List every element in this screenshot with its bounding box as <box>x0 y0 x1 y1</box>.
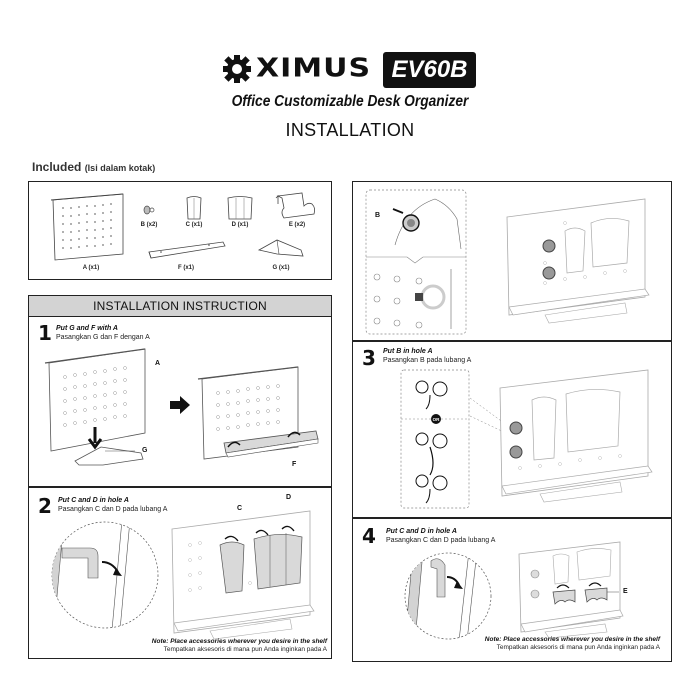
part-c-cup-icon <box>186 196 202 220</box>
step-divider <box>28 486 332 488</box>
included-parts-box: A (x1) B (x2) C (x1) D (x1) E (x2) F (x1… <box>28 181 332 280</box>
pegboard-with-hooks-illustration <box>506 198 650 324</box>
step-1-number: 1 <box>38 321 52 345</box>
step-4-title: Put C and D in hole A <box>386 528 457 535</box>
part-label-a: A (x1) <box>82 265 100 271</box>
gear-logo-icon <box>223 55 251 83</box>
step-2-subtitle: Pasangkan C dan D pada lubang A <box>58 506 168 513</box>
step-2-pegboard-illustration <box>171 510 315 640</box>
step-2-callout-c: C <box>237 505 243 512</box>
step-2-note-translation: Tempatkan aksesoris di mana pun Anda ing… <box>163 646 327 653</box>
included-heading: Included (Isi dalam kotak) <box>32 160 155 174</box>
part-label-c: C (x1) <box>185 222 203 228</box>
step-2-callout-d: D <box>286 494 292 501</box>
step-divider <box>352 517 672 519</box>
step-3-title: Put B in hole A <box>383 348 433 355</box>
part-f-shelf-icon <box>148 241 226 259</box>
hook-b-detail-illustration <box>365 189 467 335</box>
step-1-callout-g: G <box>142 447 148 454</box>
step-3-number: 3 <box>362 346 376 370</box>
part-label-e: E (x2) <box>288 222 306 228</box>
instruction-header: INSTALLATION INSTRUCTION <box>28 295 332 317</box>
or-badge: OR <box>431 414 441 424</box>
step-4-note-translation: Tempatkan aksesoris di mana pun Anda ing… <box>496 644 660 651</box>
part-label-d: D (x1) <box>231 222 249 228</box>
step-4-subtitle: Pasangkan C dan D pada lubang A <box>386 537 496 544</box>
brand-name: XIMUS <box>256 53 372 84</box>
step-2-title: Put C and D in hole A <box>58 497 129 504</box>
step-3-hook-options-illustration <box>400 369 470 509</box>
step-4-note: Note: Place accessories wherever you des… <box>484 636 660 643</box>
part-label-g: G (x1) <box>272 265 290 271</box>
step-4-number: 4 <box>362 524 376 548</box>
step-1-callout-f: F <box>292 461 297 468</box>
step-1-subtitle: Pasangkan G dan F dengan A <box>56 334 150 341</box>
page-title: INSTALLATION <box>285 120 415 140</box>
step-1-title: Put G and F with A <box>56 325 118 332</box>
step-4-callout-e: E <box>623 588 628 595</box>
step-3-subtitle: Pasangkan B pada lubang A <box>383 357 472 364</box>
step-divider <box>352 340 672 342</box>
step-4-zoom-detail-illustration <box>404 552 492 640</box>
part-label-b: B (x2) <box>140 222 158 228</box>
product-name: Office Customizable Desk Organizer <box>231 93 469 110</box>
part-g-stand-icon <box>257 239 304 257</box>
part-b-hook-icon <box>143 205 155 215</box>
arrow-right-icon <box>170 396 190 414</box>
step-1-pegboard-before-illustration <box>44 348 146 466</box>
part-d-holder-icon <box>227 196 253 220</box>
step-4-pegboard-illustration <box>518 541 624 639</box>
part-a-pegboard-icon <box>50 193 124 261</box>
step-2-note: Note: Place accessories wherever you des… <box>151 638 327 645</box>
included-sublabel: (Isi dalam kotak) <box>84 163 156 173</box>
step-3-pegboard-illustration <box>469 369 653 503</box>
part-label-f: F (x1) <box>177 265 194 271</box>
part-e-bracket-icon <box>275 192 316 219</box>
step-2-number: 2 <box>38 494 52 518</box>
step-1-pegboard-after-illustration <box>197 366 319 460</box>
step-3-detail-callout-b: B <box>375 212 381 219</box>
model-badge: EV60B <box>383 52 476 88</box>
included-label: Included <box>32 160 82 174</box>
step-2-zoom-detail-illustration <box>51 521 159 629</box>
brand-logo: XIMUS <box>222 52 372 86</box>
step-1-callout-a: A <box>155 360 161 367</box>
